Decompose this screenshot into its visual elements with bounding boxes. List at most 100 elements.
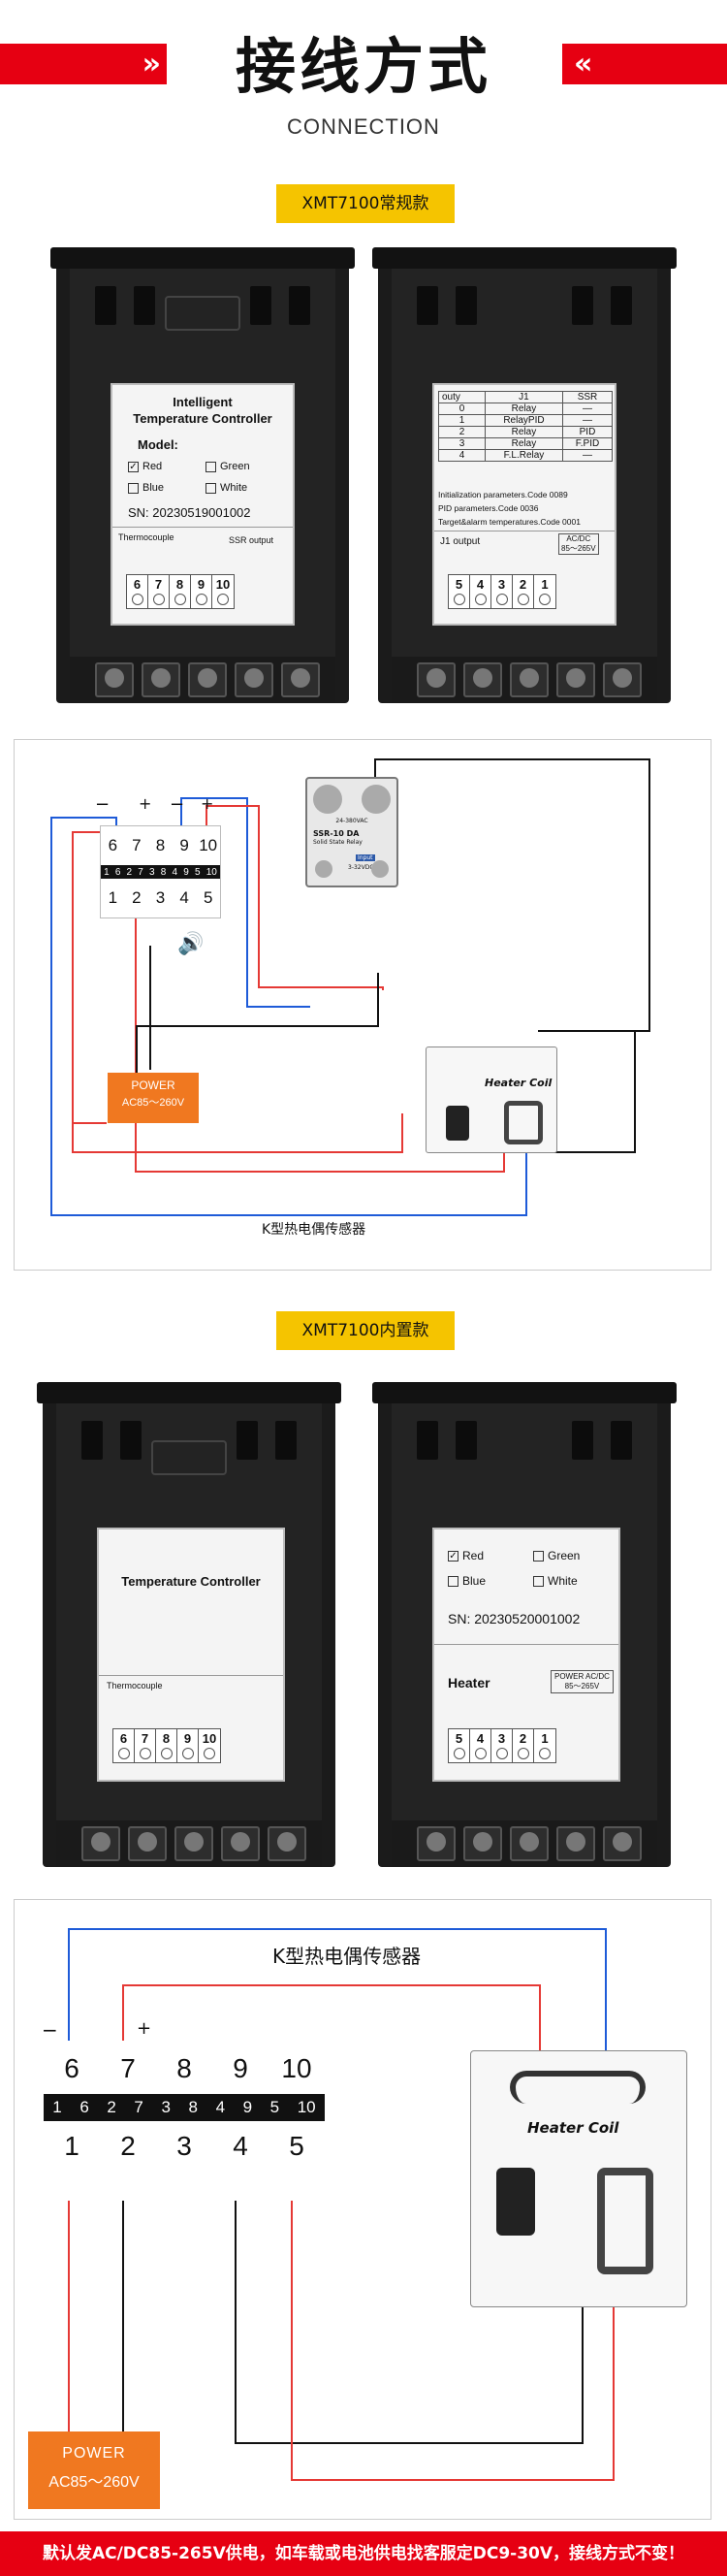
- ssr-model: SSR-10 DA: [313, 829, 360, 838]
- plus-sign: +: [137, 2018, 152, 2039]
- card-title: Temperature Controller: [121, 1574, 261, 1589]
- page-title: 接线方式: [235, 31, 491, 102]
- terminal: 8: [170, 575, 191, 608]
- power-range: AC85～260V: [121, 1097, 185, 1109]
- checkbox-icon: [128, 482, 139, 494]
- option-blue: Blue: [448, 1574, 486, 1588]
- coil-icon: [597, 2168, 653, 2274]
- plus-sign-ssr: +: [201, 794, 214, 813]
- back-terminal-strip-2: 5 4 3 2 1: [448, 1728, 556, 1763]
- terminal: 7: [135, 1729, 156, 1762]
- footer-note: 默认发AC/DC85-265V供电，如车载或电池供电找客服定DC9-30V，接线…: [0, 2531, 727, 2576]
- connector-icon: [446, 1106, 469, 1141]
- power-spec-box: POWER AC/DC 85～265V: [551, 1670, 614, 1693]
- power-supply-box: POWER AC85～260V: [108, 1073, 199, 1123]
- front-label-card: Intelligent Temperature Controller Model…: [111, 383, 295, 626]
- back-terminal-strip: 5 4 3 2 1: [448, 574, 556, 609]
- minus-sign-ssr: −: [170, 794, 185, 815]
- init-code-note: Initialization parameters.Code 0089: [438, 490, 568, 499]
- terminal: 3: [491, 575, 513, 608]
- front-terminal-strip: 6 7 8 9 10: [126, 574, 235, 609]
- header-bar-left: »: [0, 44, 167, 84]
- model-label: Model:: [138, 437, 178, 452]
- serial-number: SN: 20230520001002: [448, 1611, 581, 1626]
- terminal: 6: [113, 1729, 135, 1762]
- heater-coil-box-2: Heater Coil: [470, 2050, 687, 2307]
- heater-coil-label: Heater Coil: [527, 2119, 619, 2137]
- power-supply-box-2: POWER AC85～260V: [28, 2431, 160, 2509]
- terminal: 1: [534, 1729, 555, 1762]
- terminal: 4: [470, 1729, 491, 1762]
- terminal: 8: [156, 1729, 177, 1762]
- power-spec-box: AC/DC 85～265V: [558, 533, 599, 555]
- heater-label: Heater: [448, 1675, 490, 1690]
- ssr-relay: 24-380VAC SSR-10 DA Solid State Relay In…: [305, 777, 398, 887]
- minus-sign: −: [42, 2018, 58, 2042]
- terminal: 6: [127, 575, 148, 608]
- checkbox-checked-icon: ✓: [128, 461, 139, 472]
- controller-front-device-2: Temperature Controller Thermocouple 6 7 …: [37, 1382, 341, 1867]
- controller-front-device: Intelligent Temperature Controller Model…: [50, 247, 355, 703]
- header-bar-right: «: [562, 44, 727, 84]
- terminal: 10: [199, 1729, 220, 1762]
- alarm-code-note: Target&alarm temperatures.Code 0001: [438, 517, 581, 527]
- coil-icon: [504, 1101, 543, 1144]
- front-terminal-strip-2: 6 7 8 9 10: [112, 1728, 221, 1763]
- page-subtitle: CONNECTION: [287, 114, 440, 139]
- wiring-lines-2: [68, 1928, 615, 2481]
- option-red: ✓Red: [128, 461, 163, 472]
- checkbox-icon: [205, 461, 216, 472]
- back-label-card-2: ✓Red Green Blue White SN: 20230520001002…: [432, 1528, 620, 1782]
- ssr-type: Solid State Relay: [313, 839, 363, 846]
- thermocouple-label: Thermocouple: [118, 532, 174, 542]
- ssr-voltage: 24-380VAC: [335, 818, 368, 824]
- power-title: POWER: [62, 2445, 126, 2462]
- thermocouple-sensor-label: K型热电偶传感器: [267, 1941, 427, 1969]
- power-title: POWER: [131, 1079, 175, 1092]
- controller-back-device-2: ✓Red Green Blue White SN: 20230520001002…: [372, 1382, 677, 1867]
- ssr-output-label: SSR output: [229, 535, 274, 545]
- checkbox-checked-icon: ✓: [448, 1551, 458, 1562]
- option-blue: Blue: [128, 482, 164, 494]
- terminal: 5: [449, 1729, 470, 1762]
- pid-code-note: PID parameters.Code 0036: [438, 503, 539, 513]
- card-title-line2: Temperature Controller: [133, 411, 272, 426]
- j1-output-label: J1 output: [440, 536, 481, 547]
- terminal: 10: [212, 575, 234, 608]
- cable-icon: [510, 2071, 646, 2104]
- checkbox-icon: [448, 1576, 458, 1588]
- terminal: 1: [534, 575, 555, 608]
- card-title-line1: Intelligent: [173, 395, 233, 409]
- heater-coil-label: Heater Coil: [485, 1077, 553, 1089]
- checkbox-icon: [533, 1576, 544, 1588]
- plus-sign: +: [139, 794, 152, 813]
- heater-coil-box: Heater Coil: [426, 1046, 557, 1153]
- connector-icon: [496, 2168, 535, 2236]
- brand-logo: [151, 1440, 227, 1475]
- section2-label: XMT7100内置款: [276, 1311, 455, 1350]
- terminal: 2: [513, 575, 534, 608]
- option-red: ✓Red: [448, 1549, 485, 1562]
- option-white: White: [205, 482, 247, 494]
- serial-number: SN: 20230519001002: [128, 505, 251, 520]
- checkbox-icon: [205, 482, 216, 494]
- ssr-dc-range: 3-32VDC: [348, 864, 374, 871]
- checkbox-icon: [533, 1551, 544, 1562]
- option-green: Green: [205, 461, 250, 472]
- thermocouple-label: Thermocouple: [107, 1681, 163, 1690]
- terminal: 9: [177, 1729, 199, 1762]
- terminal: 4: [470, 575, 491, 608]
- thermocouple-sensor-label: K型热电偶传感器: [262, 1219, 366, 1239]
- section1-label: XMT7100常规款: [276, 184, 455, 223]
- minus-sign: −: [95, 794, 111, 815]
- option-white: White: [533, 1574, 578, 1588]
